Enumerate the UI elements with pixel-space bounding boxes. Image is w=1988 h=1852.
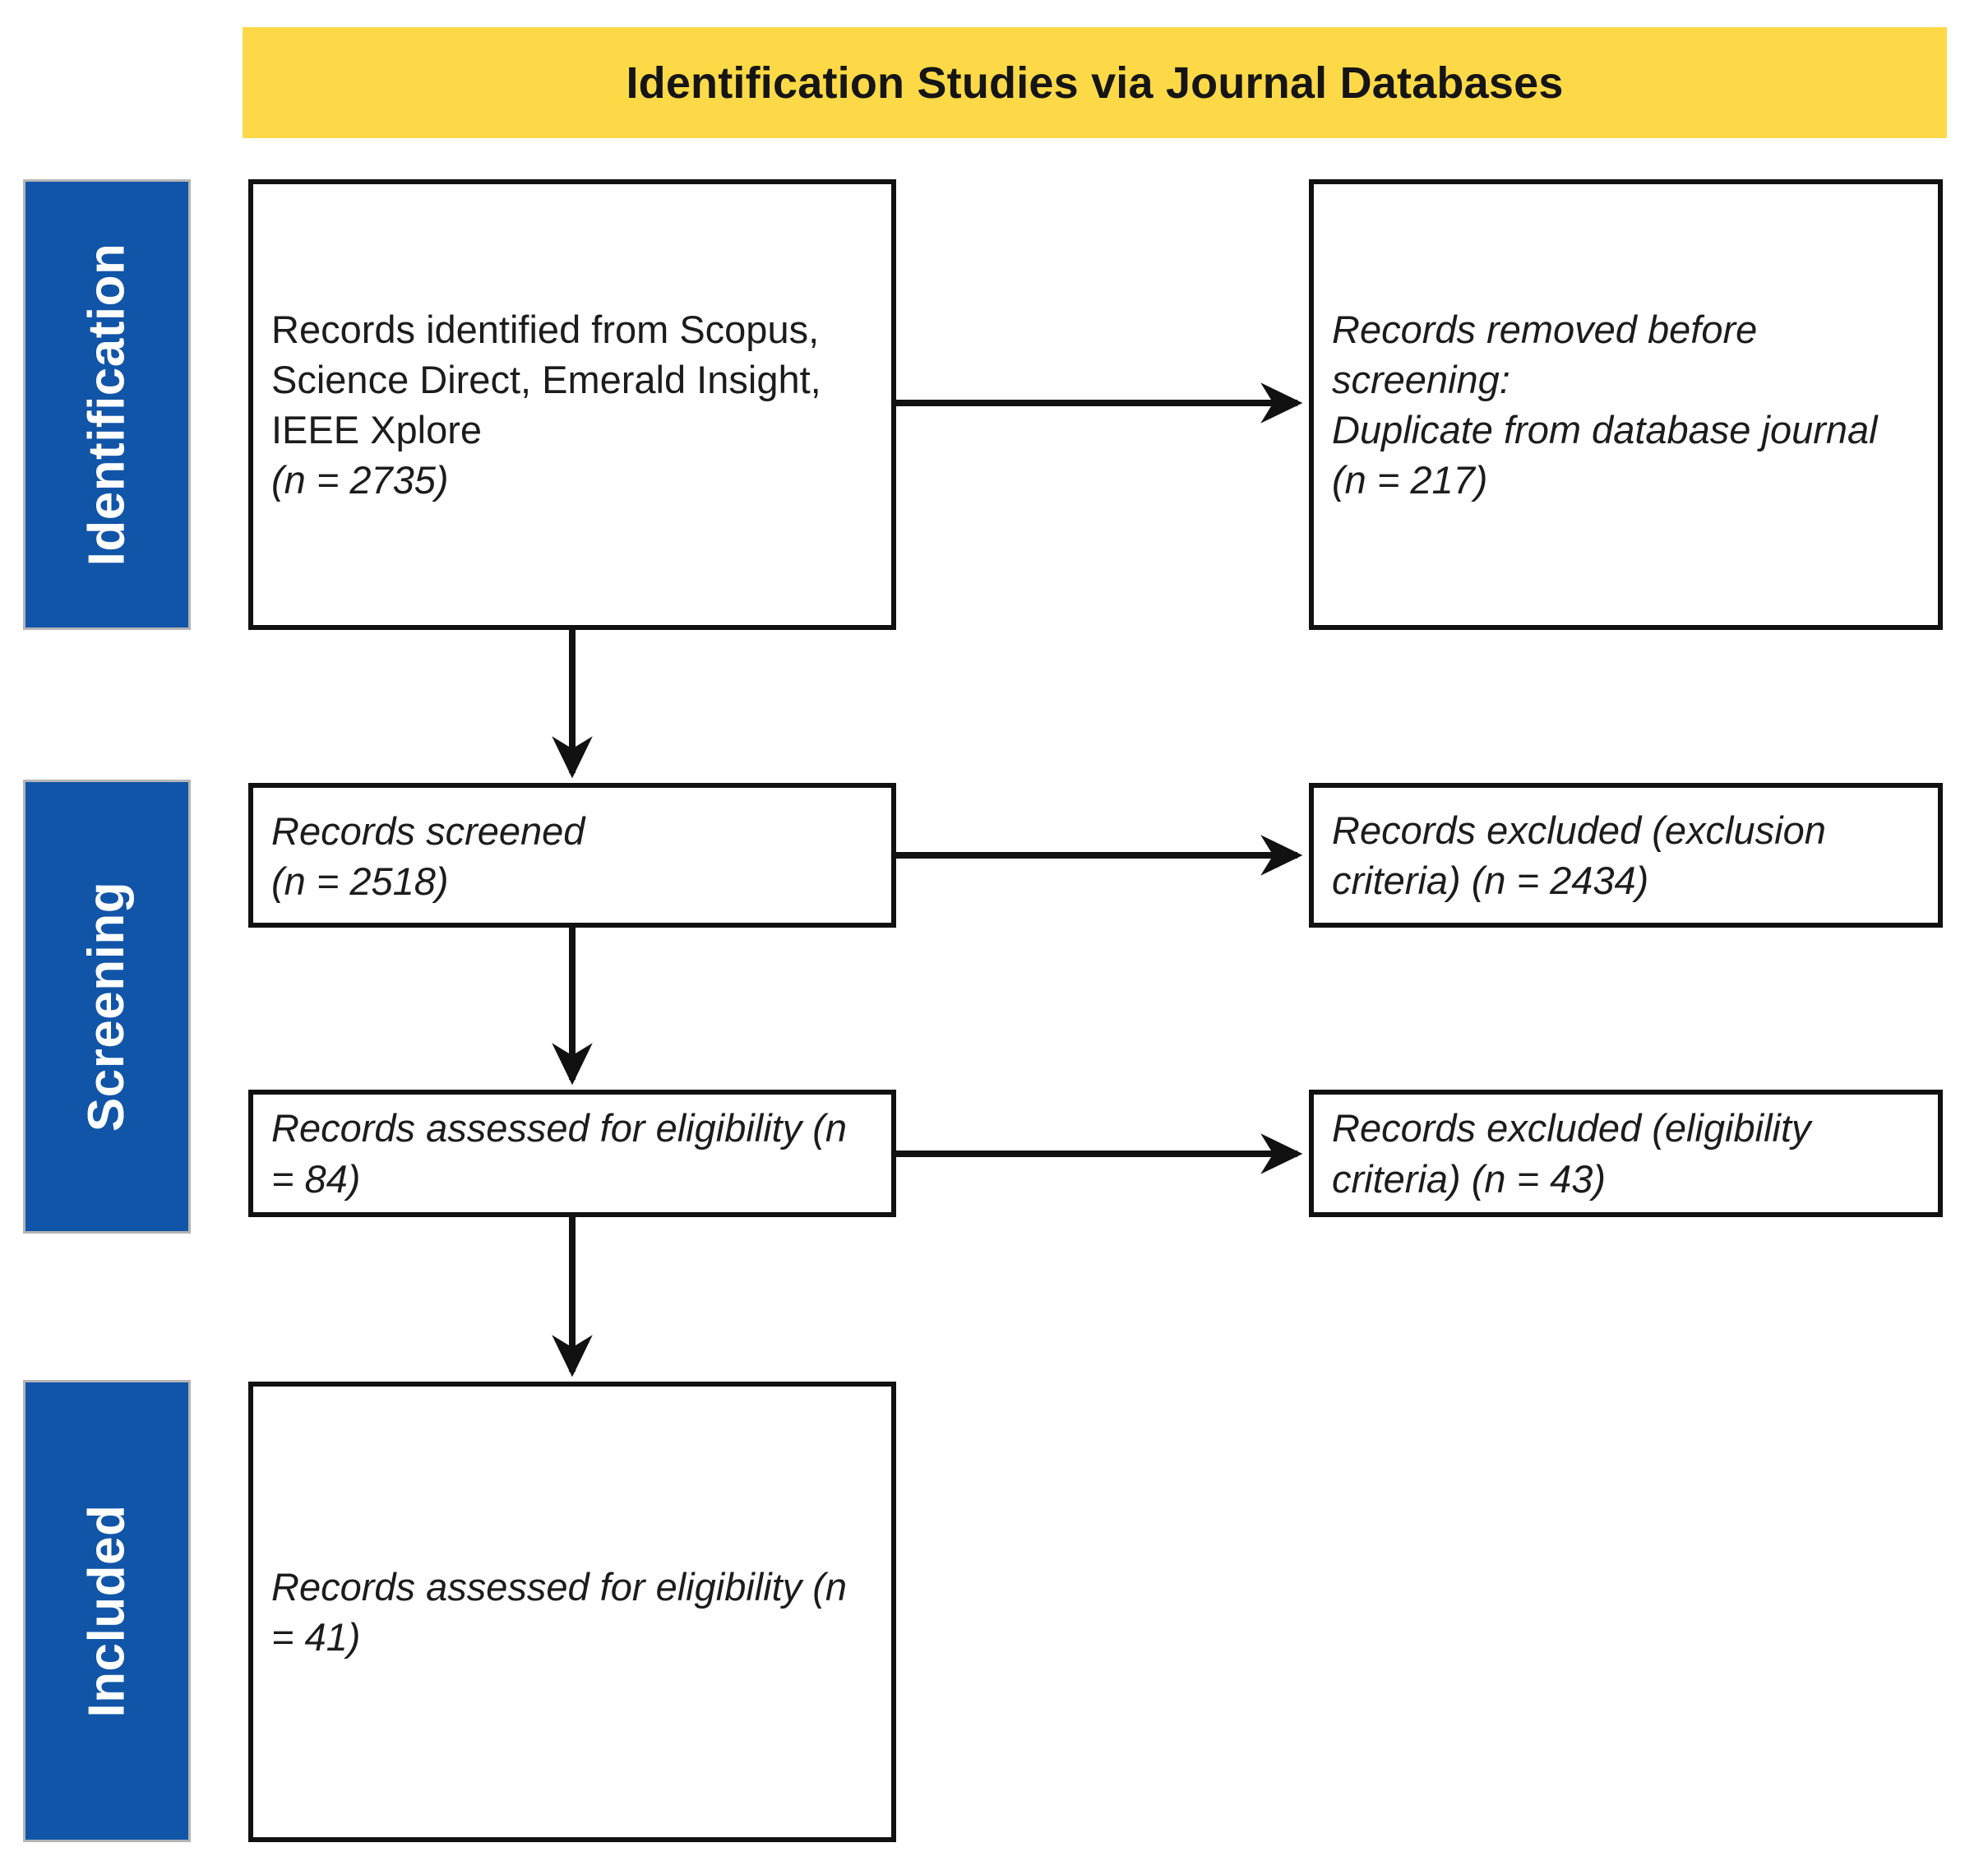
stage-label-included-text: Included <box>78 1504 135 1718</box>
stage-label-identification-text: Identification <box>78 243 135 567</box>
diagram-title-banner: Identification Studies via Journal Datab… <box>243 27 1947 138</box>
stage-label-screening-text: Screening <box>78 881 135 1132</box>
box-records-removed-text: Records removed before screening: Duplic… <box>1332 307 1878 451</box>
box-records-included-text: Records assessed for eligibility (n = 41… <box>271 1564 848 1659</box>
box-records-excluded-exclusion-criteria: Records excluded (exclusion criteria) (n… <box>1309 783 1943 928</box>
diagram-title: Identification Studies via Journal Datab… <box>626 58 1564 108</box>
stage-label-included: Included <box>23 1380 191 1842</box>
box-records-removed: Records removed before screening: Duplic… <box>1309 179 1943 630</box>
box-records-excluded-eligibility-criteria-text: Records excluded (eligibility criteria) … <box>1332 1106 1811 1201</box>
box-records-excluded-exclusion-criteria-text: Records excluded (exclusion criteria) (n… <box>1332 808 1826 902</box>
box-records-assessed-eligibility: Records assessed for eligibility (n = 84… <box>248 1090 896 1217</box>
box-records-included: Records assessed for eligibility (n = 41… <box>248 1382 896 1842</box>
box-records-screened-count: (n = 2518) <box>271 859 449 904</box>
box-records-excluded-eligibility-criteria: Records excluded (eligibility criteria) … <box>1309 1090 1943 1217</box>
box-records-assessed-eligibility-text: Records assessed for eligibility (n = 84… <box>271 1106 848 1201</box>
box-records-screened: Records screened (n = 2518) <box>248 783 896 928</box>
box-records-screened-text: Records screened <box>271 809 585 853</box>
stage-label-identification: Identification <box>23 179 191 630</box>
stage-label-screening: Screening <box>23 780 191 1234</box>
box-records-removed-count: (n = 217) <box>1332 458 1488 502</box>
box-records-identified: Records identified from Scopus, Science … <box>248 179 896 630</box>
box-records-identified-text: Records identified from Scopus, Science … <box>271 307 821 451</box>
box-records-identified-count: (n = 2735) <box>271 458 449 502</box>
